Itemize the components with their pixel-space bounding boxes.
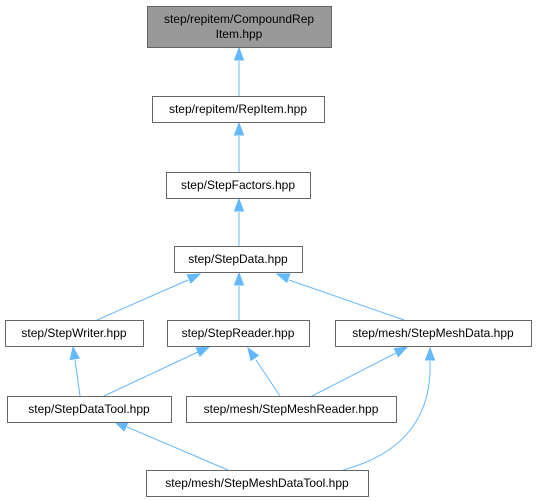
node-meshdatatool[interactable]: step/mesh/StepMeshDataTool.hpp [146,470,369,497]
node-box [146,470,369,497]
node-box [186,396,397,423]
node-repitem[interactable]: step/repitem/RepItem.hpp [152,96,325,123]
node-label: step/mesh/StepMeshData.hpp [352,326,514,340]
edge-reader-to-data [233,271,245,320]
node-label: step/mesh/StepMeshReader.hpp [204,402,379,416]
node-meshreader[interactable]: step/mesh/StepMeshReader.hpp [186,396,397,423]
edge-line [342,360,431,471]
edge-line [255,359,281,397]
node-data[interactable]: step/StepData.hpp [174,246,303,273]
node-meshdata[interactable]: step/mesh/StepMeshData.hpp [335,320,532,347]
nodes-layer: step/repitem/CompoundRepItem.hppstep/rep… [5,6,532,497]
edge-arrowhead [195,346,211,358]
edges-layer [69,46,436,471]
edge-arrowhead [424,346,436,361]
node-box [5,320,144,347]
edge-factors-to-repitem [233,121,245,172]
edge-datatool-to-reader [103,346,211,397]
edge-arrowhead [247,346,260,362]
edge-line [103,351,199,397]
node-box [335,320,532,347]
edge-line [126,426,229,471]
node-label: step/StepReader.hpp [182,326,295,340]
node-label: Item.hpp [216,27,263,41]
edge-meshreader-to-meshdata [311,346,409,397]
node-label: step/repitem/RepItem.hpp [169,102,307,116]
edge-line [311,352,397,397]
node-label: step/repitem/CompoundRep [164,12,314,26]
node-label: step/StepData.hpp [188,252,288,266]
edge-arrowhead [233,271,245,286]
node-label: step/StepDataTool.hpp [28,402,150,416]
node-factors[interactable]: step/StepFactors.hpp [166,172,311,199]
edge-writer-to-data [96,273,202,321]
edge-line [96,279,189,321]
node-datatool[interactable]: step/StepDataTool.hpp [7,396,172,423]
edge-meshdatatool-to-datatool [113,421,229,471]
node-box [174,246,303,273]
edge-line [288,279,405,321]
node-box [147,6,332,48]
node-box [167,320,310,347]
edge-meshdata-to-data [275,273,405,321]
edge-arrowhead [275,273,291,284]
node-label: step/StepWriter.hpp [21,326,126,340]
edge-arrowhead [393,346,409,358]
edge-line [74,359,81,397]
node-reader[interactable]: step/StepReader.hpp [167,320,310,347]
edge-arrowhead [113,421,129,432]
edge-arrowhead [186,273,202,284]
edge-datatool-to-writer [69,345,81,397]
edge-repitem-to-compound [233,46,245,96]
node-label: step/mesh/StepMeshDataTool.hpp [165,476,349,490]
edge-arrowhead [233,197,245,212]
node-box [166,172,311,199]
edge-meshdatatool-to-meshdata [342,346,436,471]
node-box [7,396,172,423]
edge-arrowhead [233,121,245,136]
edge-arrowhead [69,345,80,361]
edge-arrowhead [233,46,245,61]
edge-meshreader-to-reader [247,346,281,397]
edge-data-to-factors [233,197,245,246]
node-writer[interactable]: step/StepWriter.hpp [5,320,144,347]
node-box [152,96,325,123]
node-label: step/StepFactors.hpp [181,178,295,192]
